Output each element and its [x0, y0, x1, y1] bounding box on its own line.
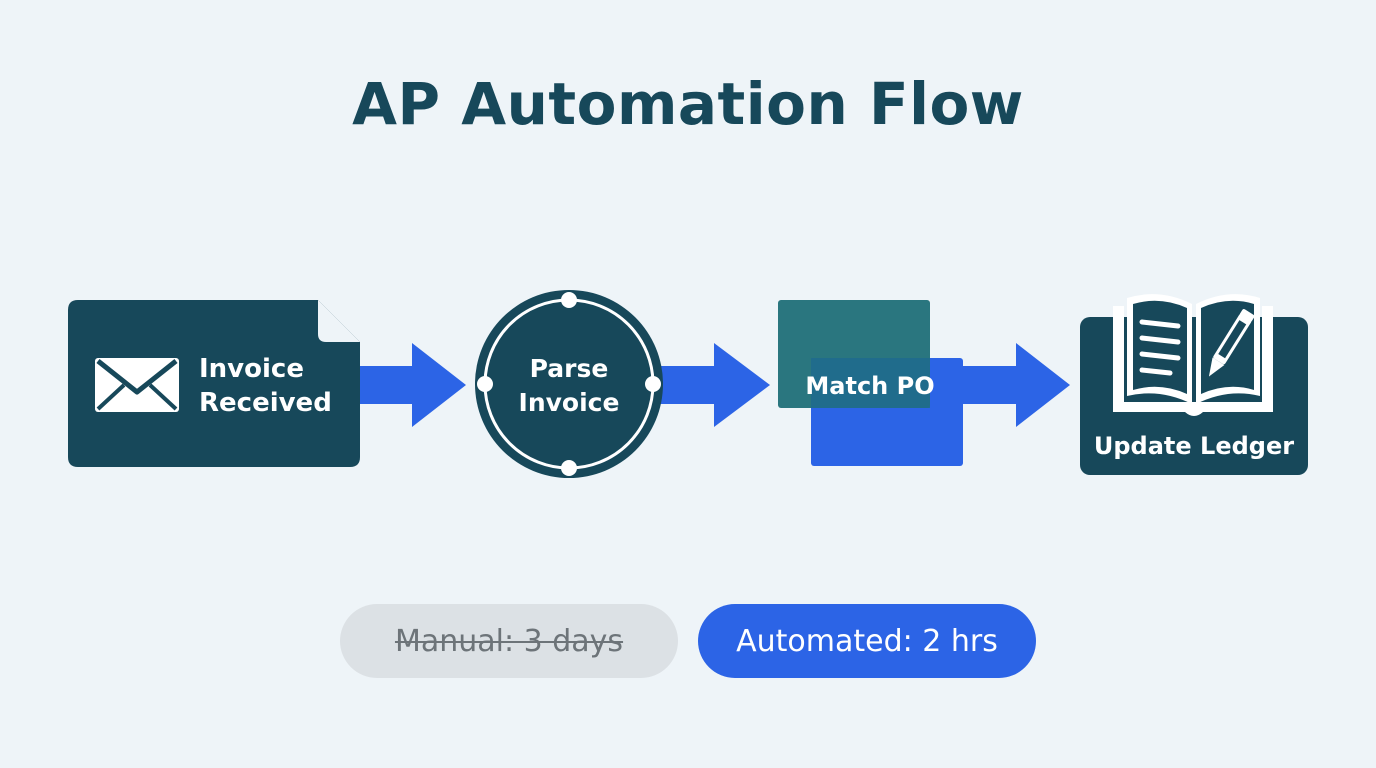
step-2-label-line-1: Parse	[530, 354, 609, 383]
automated-duration-badge: Automated: 2 hrs	[698, 604, 1036, 678]
envelope-icon	[95, 358, 179, 412]
step-match-po: Match PO	[778, 300, 963, 466]
connector-dot-top	[561, 292, 577, 308]
connector-dot-bottom	[561, 460, 577, 476]
step-update-ledger: Update Ledger	[1080, 294, 1308, 475]
step-3-label: Match PO	[805, 372, 934, 400]
step-4-label: Update Ledger	[1094, 432, 1294, 460]
manual-duration-badge: Manual: 3 days	[340, 604, 678, 678]
diagram-title: AP Automation Flow	[352, 70, 1024, 138]
flow-arrow-2	[660, 343, 770, 427]
step-parse-invoice: Parse Invoice	[475, 290, 663, 478]
automated-duration-text: Automated: 2 hrs	[736, 623, 998, 659]
step-1-label-line-2: Received	[199, 388, 332, 418]
connector-dot-left	[477, 376, 493, 392]
manual-duration-text: Manual: 3 days	[394, 623, 624, 659]
flow-arrow-3	[960, 343, 1070, 427]
step-1-label-line-1: Invoice	[199, 354, 304, 384]
connector-dot-right	[645, 376, 661, 392]
step-invoice-received: Invoice Received	[68, 300, 360, 467]
open-book-pen-icon	[1113, 294, 1273, 416]
flow-arrow-1	[355, 343, 466, 427]
step-2-label-line-2: Invoice	[519, 388, 620, 417]
